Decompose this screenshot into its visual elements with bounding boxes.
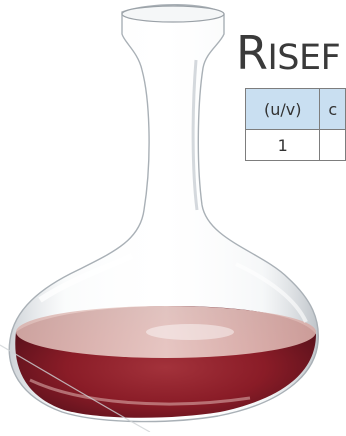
base-reflection — [29, 378, 251, 406]
wine-surface — [16, 306, 316, 358]
table-shadow — [0, 344, 151, 433]
table-cell: 1 — [244, 129, 321, 161]
title-initial: R — [236, 26, 268, 80]
spec-table: (u/v) c 1 — [244, 88, 346, 161]
table-row: 1 — [244, 129, 346, 161]
product-title: RISEF — [236, 30, 341, 78]
table-header-cell: (u/v) — [244, 88, 321, 130]
decanter-rim — [121, 5, 225, 23]
neck-shadow — [191, 59, 199, 211]
neck-highlight — [147, 43, 160, 221]
wine-surface-shine — [146, 324, 234, 340]
bowl-highlight-right — [235, 262, 308, 323]
table-header-row: (u/v) c — [244, 88, 346, 130]
title-rest: ISEF — [267, 38, 341, 78]
table-cell — [319, 129, 346, 161]
table-header-cell: c — [319, 88, 346, 130]
bowl-highlight-left — [38, 253, 134, 303]
